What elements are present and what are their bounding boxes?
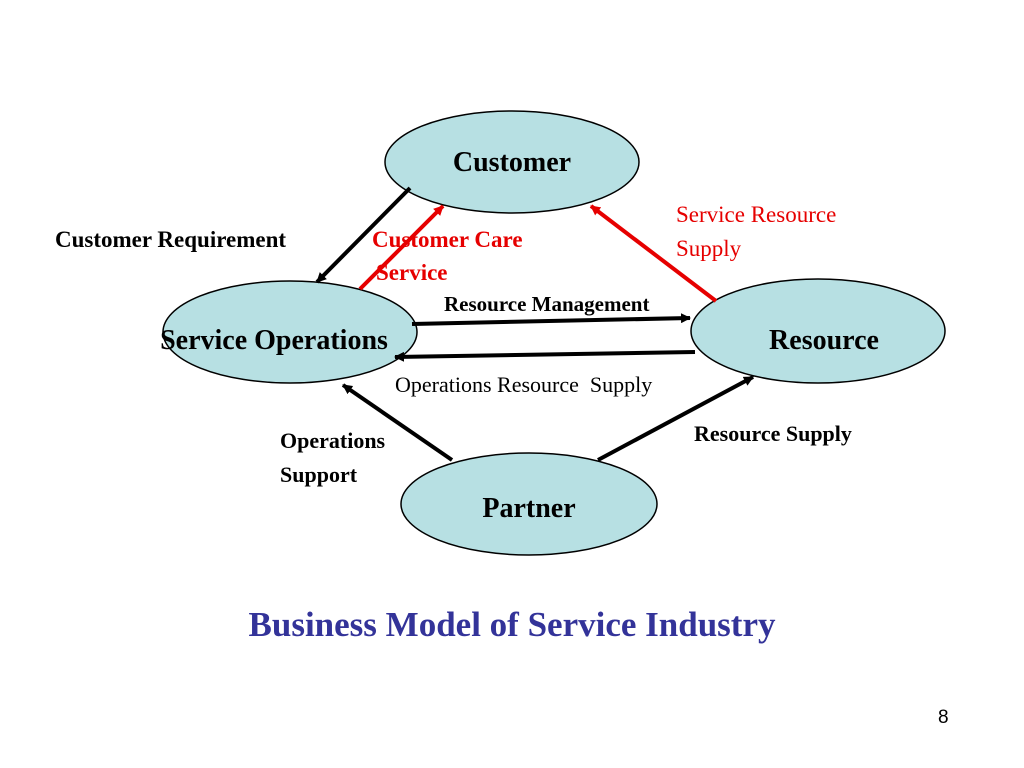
customer-care-service-label-line1: Customer Care <box>372 227 523 252</box>
customer-node <box>384 110 640 214</box>
customer-care-service-label-line2: Service <box>376 260 448 285</box>
resource-management-label: Resource Management <box>444 292 650 316</box>
resource-supply-arrow <box>597 375 754 462</box>
customer-node-label: Customer <box>453 147 571 178</box>
operations-resource-supply-label: Operations Resource Supply <box>395 372 653 397</box>
service-operations-node-label: Service Operations <box>160 325 388 356</box>
slide-title: Business Model of Service Industry <box>248 605 776 644</box>
service-resource-supply-label-line2: Supply <box>676 236 742 261</box>
page-number: 8 <box>938 707 949 728</box>
resource-node <box>690 278 946 384</box>
partner-node <box>400 452 658 556</box>
partner-node-label: Partner <box>482 493 575 524</box>
service-operations-node <box>162 280 418 384</box>
customer-requirement-label: Customer Requirement <box>55 227 287 252</box>
resource-supply-label: Resource Supply <box>694 421 852 446</box>
service-resource-supply-arrow <box>589 204 718 303</box>
resource-management-arrow <box>411 313 691 326</box>
operations-support-label-line2: Support <box>280 462 358 487</box>
resource-node-label: Resource <box>769 325 879 356</box>
customer-requirement-arrow <box>315 186 412 284</box>
service-resource-supply-label-line1: Service Resource <box>676 202 837 227</box>
operations-support-arrow <box>341 383 454 462</box>
operations-resource-supply-arrow <box>394 350 696 362</box>
customer-care-service-arrow <box>358 204 445 291</box>
operations-support-label-line1: Operations <box>280 428 386 453</box>
